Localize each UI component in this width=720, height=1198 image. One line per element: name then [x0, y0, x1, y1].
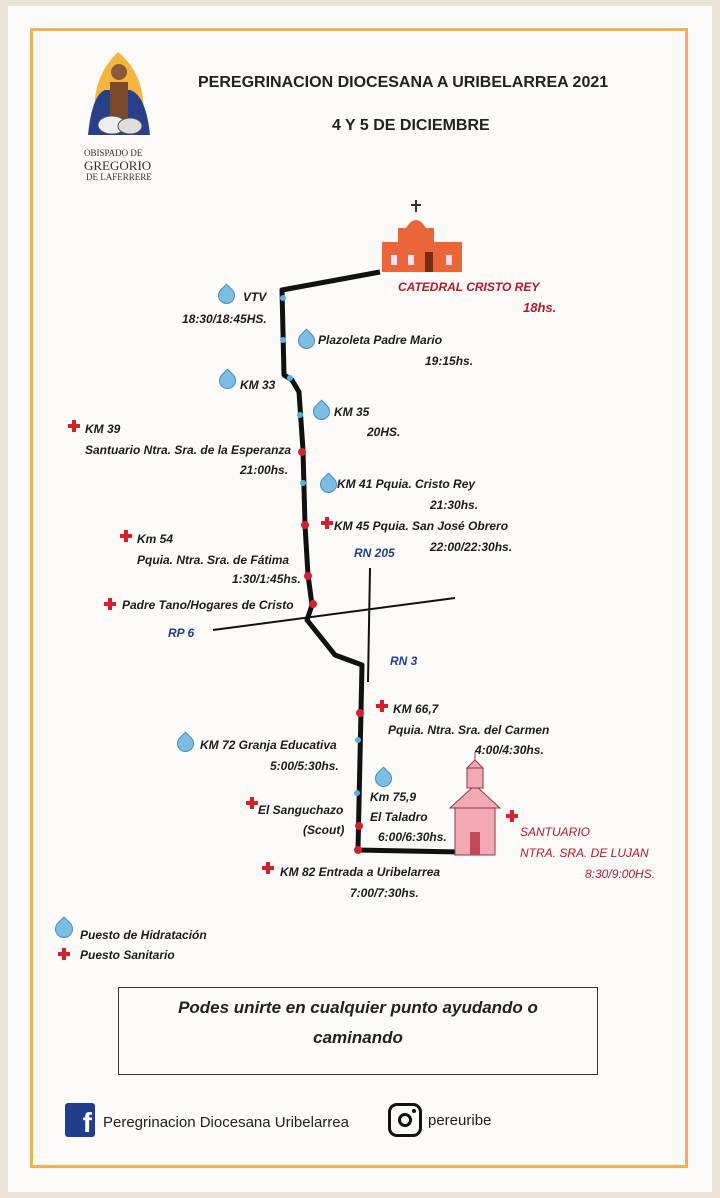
red-cross-icon [506, 810, 518, 822]
road-rn3-label: RN 3 [390, 654, 418, 668]
red-cross-icon [376, 700, 388, 712]
medical-stop-dot [356, 709, 364, 717]
medical-stop-dot [304, 572, 312, 580]
stop-km75-9-time: 6:00/6:30hs. [378, 830, 447, 844]
stop-km82-time: 7:00/7:30hs. [350, 886, 419, 900]
logo-line1: OBISPADO DE [84, 148, 143, 158]
hydration-stop-dot [280, 337, 286, 343]
stop-km41-time: 21:30hs. [430, 498, 479, 512]
stop-sanguchazo: El Sanguchazo [258, 803, 344, 817]
stop-plazoleta-time: 19:15hs. [425, 354, 474, 368]
start-time: 18hs. [523, 300, 557, 315]
start-name: CATEDRAL CRISTO REY [398, 280, 540, 294]
stop-km39-place: Santuario Ntra. Sra. de la Esperanza [85, 443, 292, 457]
stop-km54-place: Pquia. Ntra. Sra. de Fátima [137, 553, 290, 567]
road-rn205-label: RN 205 [354, 546, 395, 560]
stop-sanguchazo-place: (Scout) [303, 823, 345, 837]
stop-km54: Km 54 [137, 532, 174, 546]
red-cross-icon [68, 420, 80, 432]
stop-km66-7-time: 4:00/4:30hs. [475, 743, 544, 757]
callout-line1: Podes unirte en cualquier punto ayudando… [178, 998, 538, 1017]
hydration-stop-dot [280, 295, 286, 301]
red-cross-icon [246, 797, 258, 809]
stop-km82: KM 82 Entrada a Uribelarrea [280, 865, 441, 879]
diocese-logo [88, 52, 150, 135]
stop-vtv-time: 18:30/18:45HS. [182, 312, 267, 326]
stop-km54-time: 1:30/1:45hs. [232, 572, 301, 586]
instagram-handle[interactable]: pereuribe [428, 1112, 492, 1129]
hydration-stop-dot [287, 375, 293, 381]
stop-km39-time: 21:00hs. [240, 463, 289, 477]
rp6-road [212, 597, 456, 631]
logo-line2: GREGORIO [84, 158, 152, 173]
medical-stop-dot [298, 448, 306, 456]
medical-stop-dot [301, 521, 309, 529]
medical-stop-dot [309, 600, 317, 608]
event-date: 4 Y 5 DE DICIEMBRE [332, 117, 490, 134]
facebook-icon: f [65, 1103, 95, 1138]
legend-medical: Puesto Sanitario [80, 948, 175, 962]
flyer-frame [30, 28, 688, 1168]
stop-km72-time: 5:00/5:30hs. [270, 759, 339, 773]
callout-line2: caminando [313, 1028, 403, 1047]
stop-km33: KM 33 [240, 378, 276, 392]
end-name: SANTUARIO [520, 825, 591, 839]
hydration-stop-dot [300, 480, 306, 486]
stop-km35: KM 35 [334, 405, 370, 419]
stop-plazoleta: Plazoleta Padre Mario [318, 333, 443, 347]
medical-stop-dot [355, 822, 363, 830]
stop-km45: KM 45 Pquia. San José Obrero [334, 519, 509, 533]
stop-km45-time: 22:00/22:30hs. [430, 540, 513, 554]
stop-km66-7-place: Pquia. Ntra. Sra. del Carmen [388, 723, 550, 737]
facebook-page[interactable]: Peregrinacion Diocesana Uribelarrea [103, 1114, 349, 1131]
flyer-sheet [8, 6, 712, 1192]
red-cross-icon [262, 862, 274, 874]
red-cross-icon [104, 598, 116, 610]
rn205-road [367, 567, 371, 683]
red-cross-icon [321, 517, 333, 529]
cathedral-icon [382, 200, 462, 272]
stop-km41: KM 41 Pquia. Cristo Rey [337, 477, 476, 491]
stop-km35-time: 20HS. [367, 425, 401, 439]
stop-km39: KM 39 [85, 422, 121, 436]
legend-red-cross-icon [58, 948, 70, 960]
stop-km66-7: KM 66,7 [393, 702, 439, 716]
end-time: 8:30/9:00HS. [585, 867, 656, 881]
instagram-icon [388, 1103, 422, 1137]
stop-km75-9-place: El Taladro [370, 810, 428, 824]
hydration-stop-dot [354, 790, 360, 796]
stop-vtv: VTV [243, 290, 267, 304]
stop-km75-9: Km 75,9 [370, 790, 417, 804]
join-callout: Podes unirte en cualquier punto ayudando… [118, 987, 598, 1075]
logo-line3: DE LAFERRERE [86, 172, 152, 182]
red-cross-icon [120, 530, 132, 542]
medical-stop-dot [354, 846, 362, 854]
sanctuary-icon [448, 752, 502, 856]
stop-padre-tano: Padre Tano/Hogares de Cristo [122, 598, 294, 612]
road-rp6-label: RP 6 [168, 626, 195, 640]
hydration-stop-dot [297, 412, 303, 418]
hydration-stop-dot [355, 737, 361, 743]
pilgrimage-route [279, 269, 461, 855]
page-title: PEREGRINACION DIOCESANA A URIBELARREA 20… [198, 74, 609, 91]
legend-hydration: Puesto de Hidratación [80, 928, 207, 942]
stop-km72: KM 72 Granja Educativa [200, 738, 337, 752]
end-place: NTRA. SRA. DE LUJAN [520, 846, 649, 860]
